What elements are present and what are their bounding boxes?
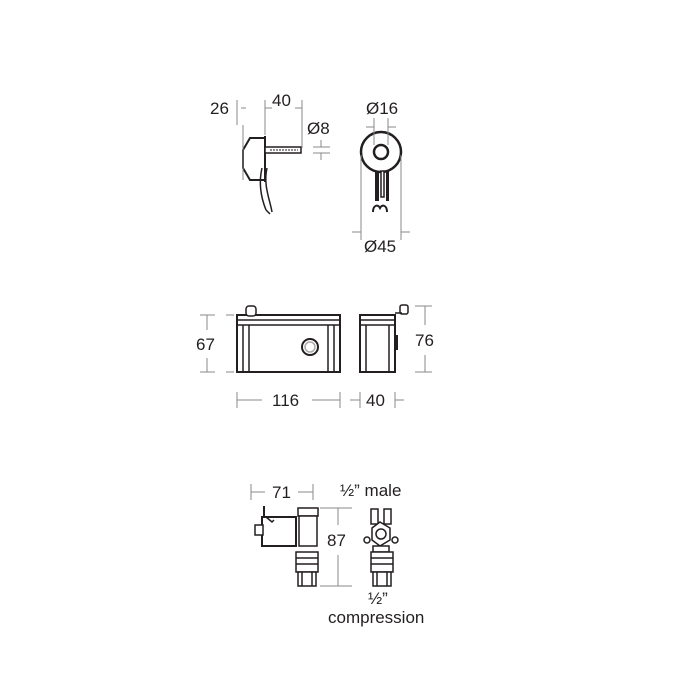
dim-outer-diameter: Ø45 bbox=[364, 237, 397, 256]
dim-box-side-height: 76 bbox=[415, 331, 434, 350]
dim-box-height: 67 bbox=[196, 335, 215, 354]
dim-box-side-depth: 40 bbox=[366, 391, 385, 410]
note-compression-size: ½” bbox=[368, 589, 388, 608]
box-front-view bbox=[236, 305, 341, 373]
button-front-view bbox=[359, 130, 403, 213]
dim-shaft-diameter: Ø8 bbox=[307, 119, 330, 138]
dim-valve-width: 71 bbox=[272, 483, 291, 502]
dim-box-width: 116 bbox=[272, 391, 300, 410]
button-side-view bbox=[242, 136, 302, 215]
dim-button-length: 40 bbox=[272, 91, 291, 110]
valve-side-view bbox=[254, 506, 319, 587]
dim-valve-height: 87 bbox=[327, 531, 346, 550]
note-male-thread: ½” male bbox=[340, 481, 402, 500]
dimension-lines bbox=[200, 100, 432, 587]
dim-button-depth: 26 bbox=[210, 99, 229, 118]
note-compression: compression bbox=[328, 608, 425, 627]
dim-inner-diameter: Ø16 bbox=[366, 99, 399, 118]
valve-front-view bbox=[363, 508, 399, 587]
box-side-view bbox=[359, 304, 409, 373]
